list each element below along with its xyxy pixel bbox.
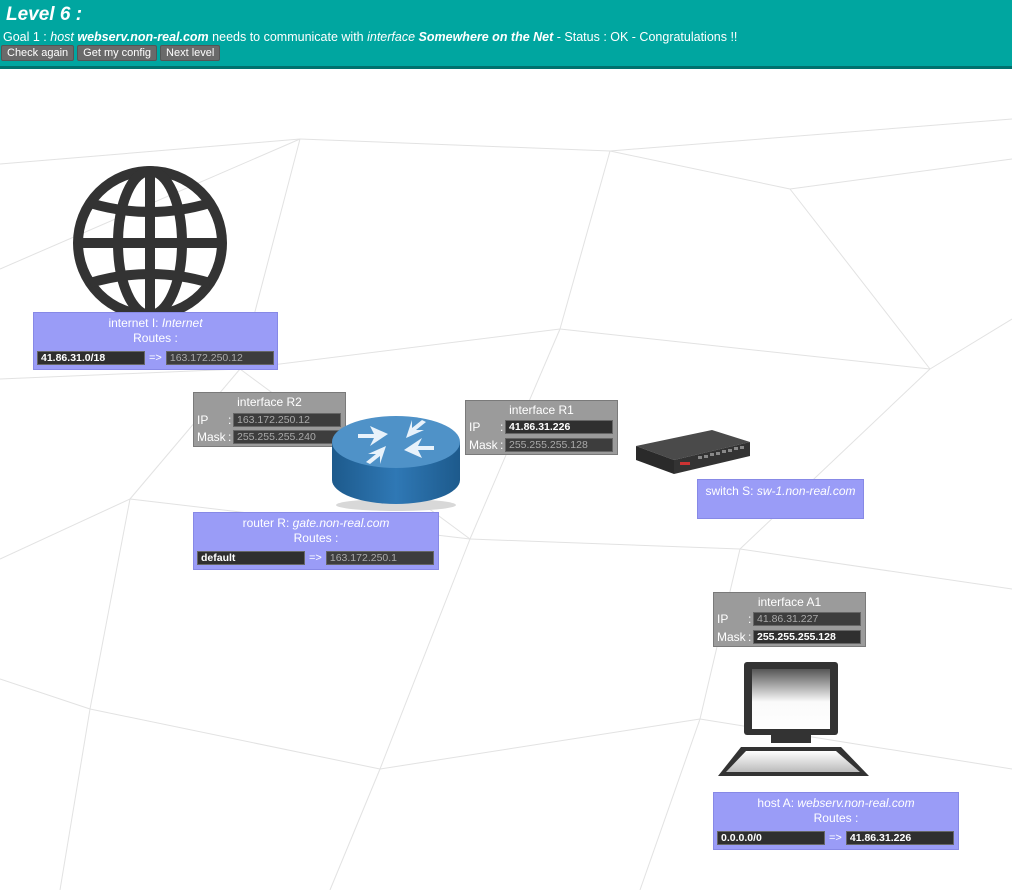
router-route-row: default => 163.172.250.1 (197, 551, 434, 565)
internet-routes-label: Routes : (133, 331, 178, 345)
router-node-panel: router R: gate.non-real.com Routes : def… (193, 512, 439, 570)
interface-r1-mask-input[interactable]: 255.255.255.128 (505, 438, 613, 452)
internet-title: internet I: (108, 316, 162, 330)
interface-r2-ip-input[interactable]: 163.172.250.12 (233, 413, 341, 427)
ip-label: IP (469, 420, 481, 434)
switch-icon[interactable] (634, 428, 752, 478)
ip-label: IP (197, 413, 209, 427)
mask-label: Mask (717, 630, 746, 644)
host-route-row: 0.0.0.0/0 => 41.86.31.226 (717, 831, 954, 845)
router-routes-label: Routes : (293, 531, 339, 545)
ip-separator: : (748, 612, 752, 626)
internet-route-gateway-input[interactable]: 163.172.250.12 (165, 351, 274, 365)
level-title: Level 6 : (6, 4, 83, 25)
host-route-destination-input[interactable]: 0.0.0.0/0 (717, 831, 825, 845)
route-arrow: => (149, 352, 162, 364)
globe-icon[interactable] (70, 163, 232, 325)
router-route-gateway-input[interactable]: 163.172.250.1 (325, 551, 434, 565)
mask-label: Mask (469, 438, 498, 452)
goal-status: Goal 1 : host webserv.non-real.com needs… (3, 30, 738, 44)
interface-a1-ip-input[interactable]: 41.86.31.227 (753, 612, 861, 626)
interface-r1-panel: interface R1 IP : 41.86.31.226 Mask : 25… (465, 400, 618, 455)
toolbar: Check again Get my config Next level (1, 45, 221, 61)
route-arrow: => (309, 552, 322, 564)
host-route-gateway-input[interactable]: 41.86.31.226 (845, 831, 954, 845)
interface-r1-ip-input[interactable]: 41.86.31.226 (505, 420, 613, 434)
router-icon[interactable] (328, 406, 464, 514)
switch-node-panel: switch S: sw-1.non-real.com (697, 479, 864, 519)
level-header: Level 6 : Goal 1 : host webserv.non-real… (0, 0, 1012, 69)
mask-separator: : (228, 430, 232, 444)
interface-r2-mask-input[interactable]: 255.255.255.240 (233, 430, 341, 444)
ip-separator: : (228, 413, 232, 427)
route-arrow: => (829, 832, 842, 844)
interface-a1-mask-input[interactable]: 255.255.255.128 (753, 630, 861, 644)
mask-separator: : (748, 630, 752, 644)
router-title: router R: (242, 516, 293, 530)
ip-label: IP (717, 612, 729, 626)
host-node-panel: host A: webserv.non-real.com Routes : 0.… (713, 792, 959, 850)
host-routes-label: Routes : (813, 811, 859, 825)
router-route-destination-input[interactable]: default (197, 551, 305, 565)
interface-a1-title: interface A1 (757, 595, 822, 609)
internet-route-row: 41.86.31.0/18 => 163.172.250.12 (37, 351, 274, 365)
host-title: host A: (757, 796, 798, 810)
interface-r2-panel: interface R2 IP : 163.172.250.12 Mask : … (193, 392, 346, 447)
internet-route-destination-input[interactable]: 41.86.31.0/18 (37, 351, 145, 365)
switch-title: switch S: (705, 484, 757, 498)
check-again-button[interactable]: Check again (1, 45, 75, 61)
next-level-button[interactable]: Next level (160, 45, 221, 61)
internet-node-panel: internet I: Internet Routes : 41.86.31.0… (33, 312, 278, 370)
computer-icon[interactable] (714, 660, 874, 780)
interface-r2-title: interface R2 (237, 395, 302, 409)
mask-label: Mask (197, 430, 226, 444)
interface-r1-title: interface R1 (509, 403, 574, 417)
get-config-button[interactable]: Get my config (77, 45, 158, 61)
mask-separator: : (500, 438, 504, 452)
host-name: webserv.non-real.com (797, 796, 915, 810)
router-name: gate.non-real.com (292, 516, 390, 530)
switch-name: sw-1.non-real.com (756, 484, 856, 498)
internet-name: Internet (161, 316, 203, 330)
interface-a1-panel: interface A1 IP : 41.86.31.227 Mask : 25… (713, 592, 866, 647)
ip-separator: : (500, 420, 504, 434)
